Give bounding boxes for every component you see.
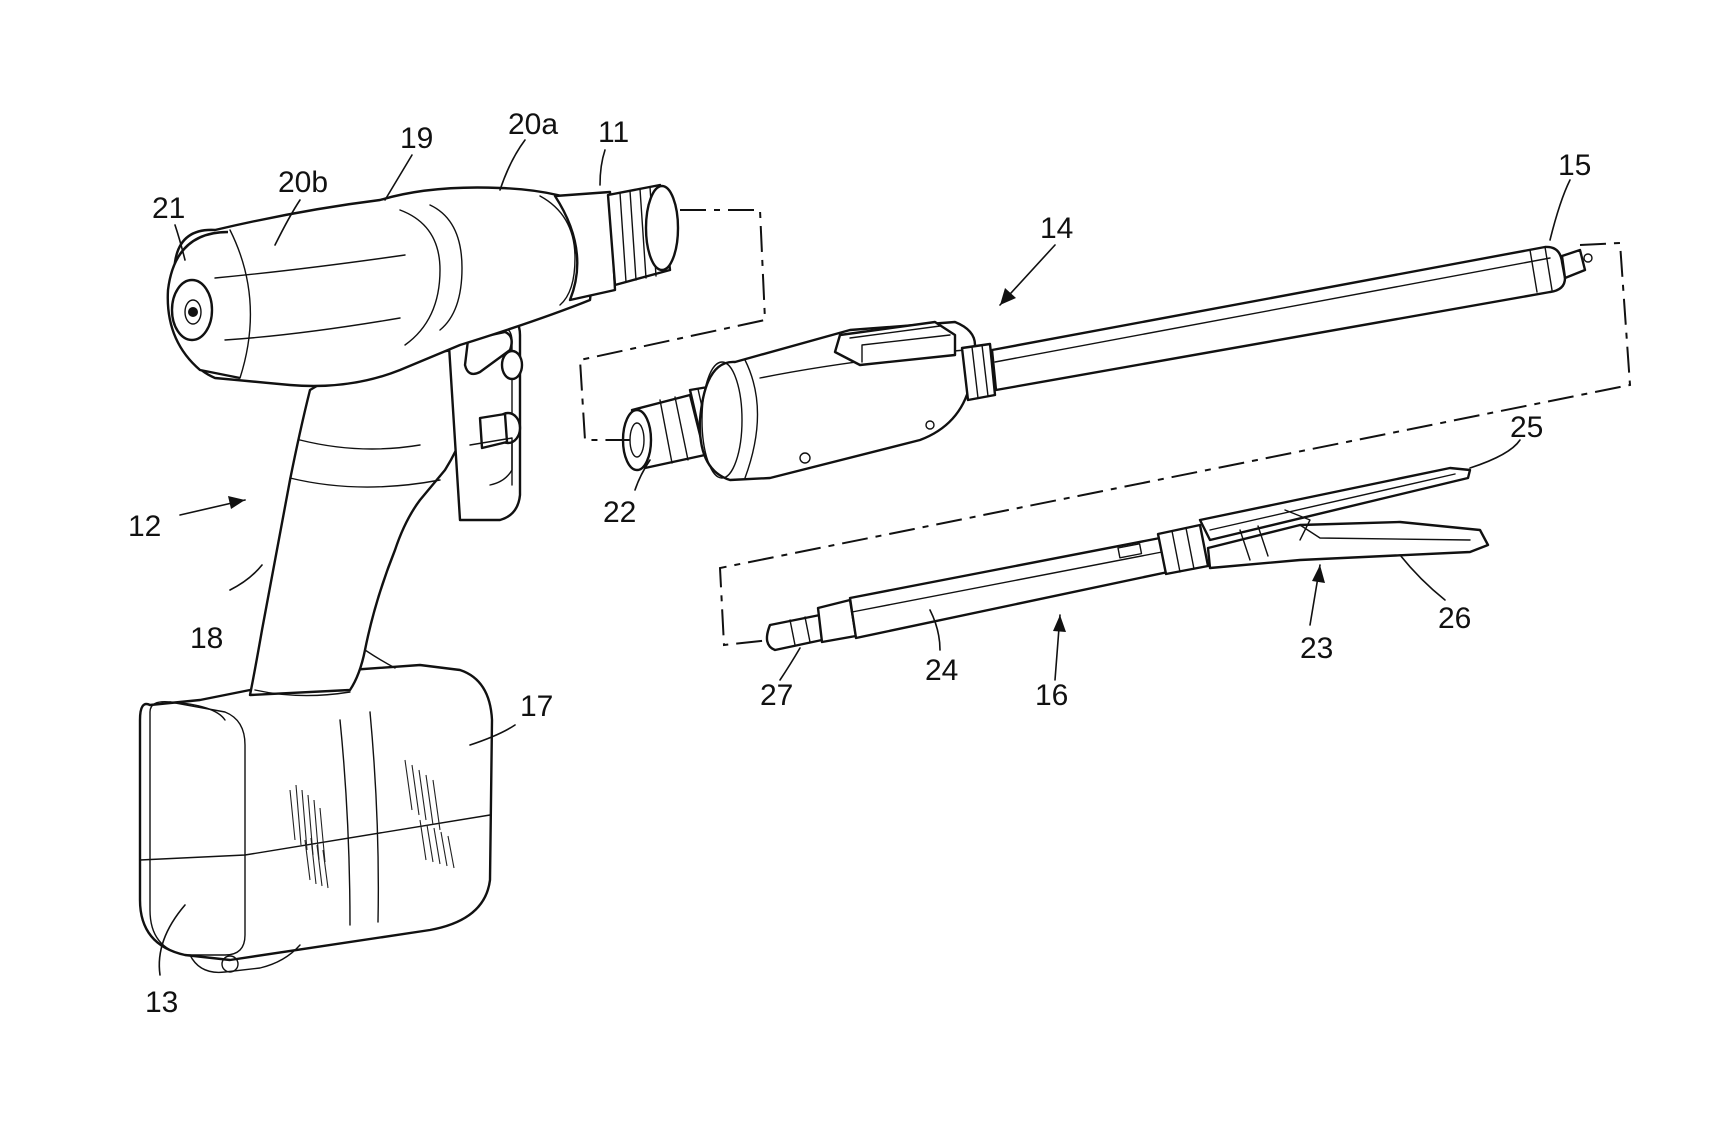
adapter-tip [1562, 250, 1585, 278]
label-25: 25 [1510, 411, 1543, 444]
handle-assembly [140, 185, 678, 972]
label-26: 26 [1438, 602, 1471, 635]
label-17: 17 [520, 690, 553, 723]
label-20a: 20a [508, 108, 558, 141]
threaded-adapter [608, 185, 678, 285]
battery-pack [140, 665, 492, 960]
label-22: 22 [603, 496, 636, 529]
label-18: 18 [190, 622, 223, 655]
label-13: 13 [145, 986, 178, 1019]
label-20b: 20b [278, 166, 328, 199]
loading-unit [767, 468, 1488, 650]
label-16: 16 [1035, 679, 1068, 712]
adapter-shaft [992, 247, 1565, 390]
label-19: 19 [400, 122, 433, 155]
label-15: 15 [1558, 149, 1591, 182]
label-14: 14 [1040, 212, 1073, 245]
label-11: 11 [598, 116, 629, 149]
label-24: 24 [925, 654, 958, 687]
loading-unit-body [850, 538, 1168, 638]
label-12: 12 [128, 510, 161, 543]
label-23: 23 [1300, 632, 1333, 665]
label-27: 27 [760, 679, 793, 712]
grip [250, 350, 478, 695]
adapter-assembly [623, 247, 1592, 480]
label-21: 21 [152, 192, 185, 225]
